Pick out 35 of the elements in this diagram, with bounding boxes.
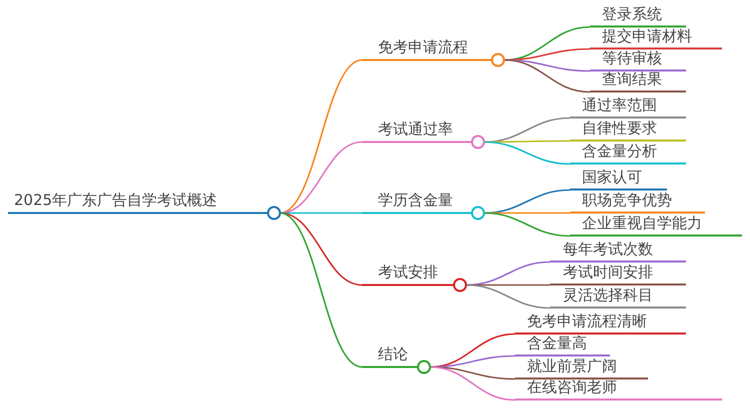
- branch-topic-text: 结论: [378, 345, 408, 363]
- leaf-topic-text: 国家认可: [582, 168, 642, 186]
- leaf-topic-text: 含金量高: [527, 334, 587, 352]
- branch-connector: [504, 59, 590, 72]
- leaf-topic-text: 查询结果: [602, 70, 662, 88]
- leaf-topic-text: 企业重视自学能力: [582, 214, 702, 232]
- leaf-topic-text: 灵活选择科目: [563, 286, 653, 304]
- branch-connector: [484, 212, 570, 237]
- leaf-topic-text: 自律性要求: [582, 119, 657, 137]
- branch-topic-text: 学历含金量: [378, 191, 453, 209]
- leaf-topic-text: 免考申请流程清晰: [527, 312, 647, 330]
- leaf-topic-text: 在线咨询老师: [527, 378, 617, 396]
- branch-connector: [484, 140, 570, 143]
- leaf-topic-text: 每年考试次数: [563, 240, 653, 258]
- leaf-topic-text: 通过率范围: [582, 96, 657, 114]
- branch-connector: [466, 284, 550, 286]
- branch-connector: [484, 141, 570, 165]
- leaf-topic-text: 考试时间安排: [563, 263, 653, 281]
- branch-connector: [430, 366, 516, 380]
- branch-connector: [504, 59, 590, 93]
- branch-connector: [280, 212, 362, 368]
- leaf-topic-text: 提交申请材料: [602, 27, 692, 45]
- branch-topic-text: 免考申请流程: [378, 38, 468, 56]
- leaf-topic-text: 登录系统: [602, 5, 662, 23]
- branch-topic-text: 考试安排: [378, 263, 438, 281]
- leaf-topic-text: 含金量分析: [582, 142, 657, 160]
- root-topic-text: 2025年广东广告自学考试概述: [14, 191, 218, 209]
- branch-connector: [484, 212, 570, 214]
- leaf-topic-text: 就业前景广阔: [527, 357, 617, 375]
- branch-connector: [466, 284, 550, 309]
- branch-connector: [280, 212, 362, 214]
- leaf-topic-text: 职场竞争优势: [582, 191, 672, 209]
- branch-topic-text: 考试通过率: [378, 120, 453, 138]
- leaf-topic-text: 等待审核: [602, 49, 662, 67]
- branch-connector: [430, 366, 516, 401]
